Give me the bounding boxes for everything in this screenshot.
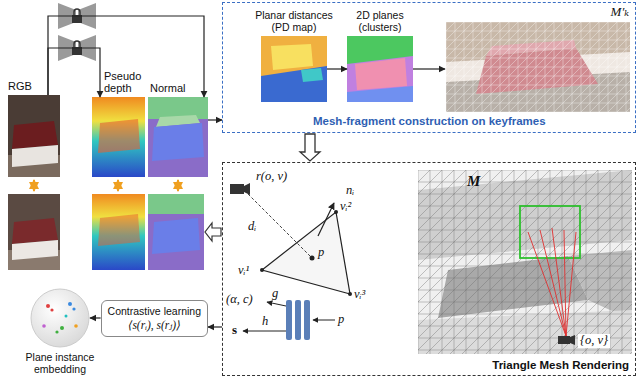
math-label: nᵢ: [346, 184, 354, 198]
rgb-image: [8, 95, 60, 177]
pd-map-image: [261, 36, 327, 102]
dashed-group-box: Planar distances (PD map)2D planes (clus…: [222, 2, 636, 133]
math-label: vᵢ¹: [238, 264, 249, 278]
ray-triangle-diagram: [230, 183, 352, 296]
caption: 2D planes (clusters): [340, 9, 420, 33]
image-panel: Pseudo depth: [92, 97, 145, 177]
caption: Normal: [150, 82, 206, 95]
math-label: p: [338, 313, 344, 327]
correspondence-arrows: [34, 180, 178, 191]
connector: [413, 68, 445, 69]
depth-image: [92, 97, 145, 177]
mesh-fragment-image: [446, 22, 630, 112]
math-label: r(o, v): [256, 170, 287, 184]
math-label: h: [262, 315, 268, 329]
math-label: dᵢ: [248, 220, 256, 234]
image-panel: Normal: [148, 97, 208, 177]
box-title: Contrastive learning: [108, 305, 201, 317]
embedding-sphere: [31, 289, 89, 347]
formula: ⟨s(rᵢ), s(rⱼ)⟩: [108, 319, 201, 332]
math-label: s: [232, 323, 237, 337]
math-label: vᵢ³: [354, 288, 365, 302]
image-panel: 2D planes (clusters): [347, 35, 413, 101]
image-panel: M: [417, 169, 633, 355]
normal-image: [148, 194, 204, 270]
caption: M: [467, 173, 480, 190]
mlp: [243, 300, 335, 340]
process-box: Contrastive learning ⟨s(rᵢ), s(rⱼ)⟩: [101, 300, 208, 337]
math-label: {o, v}: [578, 334, 610, 348]
connector: [208, 119, 222, 120]
connector: [90, 317, 101, 318]
math-label: g: [272, 287, 278, 301]
embedding-panel: Plane instance embedding: [30, 288, 90, 348]
caption: Pseudo depth: [104, 70, 148, 95]
depth-image: [92, 194, 145, 270]
rgb-image: [8, 194, 60, 270]
dashed-group-box: M Triangle Mesh Rendering: [222, 162, 636, 376]
math-label: vᵢ²: [340, 200, 351, 214]
image-panel: Planar distances (PD map): [261, 35, 327, 101]
caption: M′ₖ: [611, 5, 629, 20]
caption: Mesh-fragment construction on keyframes: [313, 115, 546, 128]
caption: Triangle Mesh Rendering: [492, 359, 629, 372]
caption: RGB: [8, 80, 48, 93]
plane-clusters-image: [347, 36, 413, 102]
image-panel: M′ₖ: [445, 21, 629, 111]
render-arrow: [205, 223, 221, 241]
normal-image: [148, 97, 208, 177]
caption: Planar distances (PD map): [249, 9, 339, 33]
caption: Plane instance embedding: [15, 351, 105, 375]
flow-arrow: [300, 134, 320, 161]
image-panel: RGB: [8, 95, 60, 177]
math-label: p: [318, 246, 324, 260]
connector: [48, 48, 100, 97]
scene-mesh: [418, 170, 632, 354]
math-label: (α, c): [226, 293, 253, 307]
connector: [208, 326, 222, 327]
connector: [327, 68, 347, 69]
